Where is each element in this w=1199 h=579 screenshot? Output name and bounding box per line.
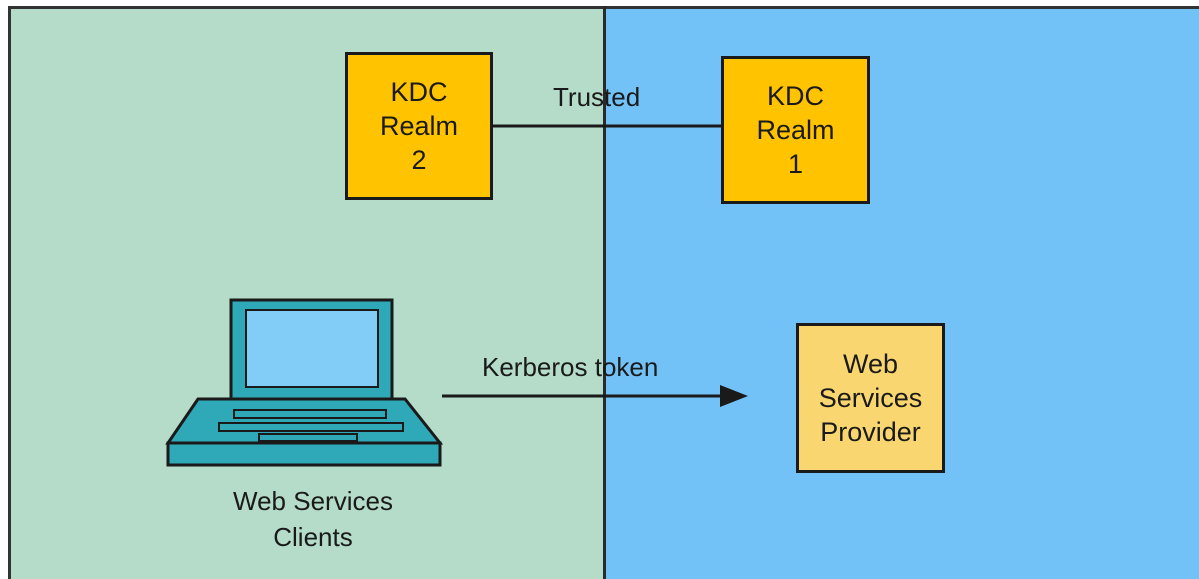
kdc-realm-2-line3: 2 [411, 145, 427, 175]
laptop-base [166, 441, 442, 467]
laptop-screen [245, 309, 379, 388]
laptop-key-row [218, 422, 404, 432]
trusted-label: Trusted [553, 82, 641, 112]
provider-line3: Provider [820, 417, 921, 447]
provider-line1: Web [842, 349, 899, 379]
provider-line2: Services [818, 383, 923, 413]
provider-realm-zone [605, 6, 1199, 579]
laptop-icon [165, 298, 444, 467]
kerberos-token-label: Kerberos token [482, 352, 659, 382]
clients-label-line1: Web Services [233, 486, 393, 516]
web-services-clients-label: Web Services Clients [188, 483, 438, 555]
kdc-realm-2-line1: KDC [390, 77, 448, 107]
kdc-realm-1-line2: Realm [756, 115, 835, 145]
web-services-provider-box: Web Services Provider [796, 323, 945, 473]
kdc-realm-1-box: KDC Realm 1 [721, 56, 870, 204]
client-realm-zone [8, 6, 605, 579]
laptop-key-row [233, 409, 387, 419]
kdc-realm-1-line3: 1 [787, 149, 804, 179]
realm-divider [603, 6, 606, 579]
kdc-realm-1-line1: KDC [766, 81, 824, 111]
laptop-spacebar [258, 433, 358, 442]
kdc-realm-2-box: KDC Realm 2 [345, 52, 493, 200]
clients-label-line2: Clients [273, 522, 353, 552]
kdc-realm-2-line2: Realm [379, 111, 459, 141]
arrowhead-icon [720, 385, 748, 407]
